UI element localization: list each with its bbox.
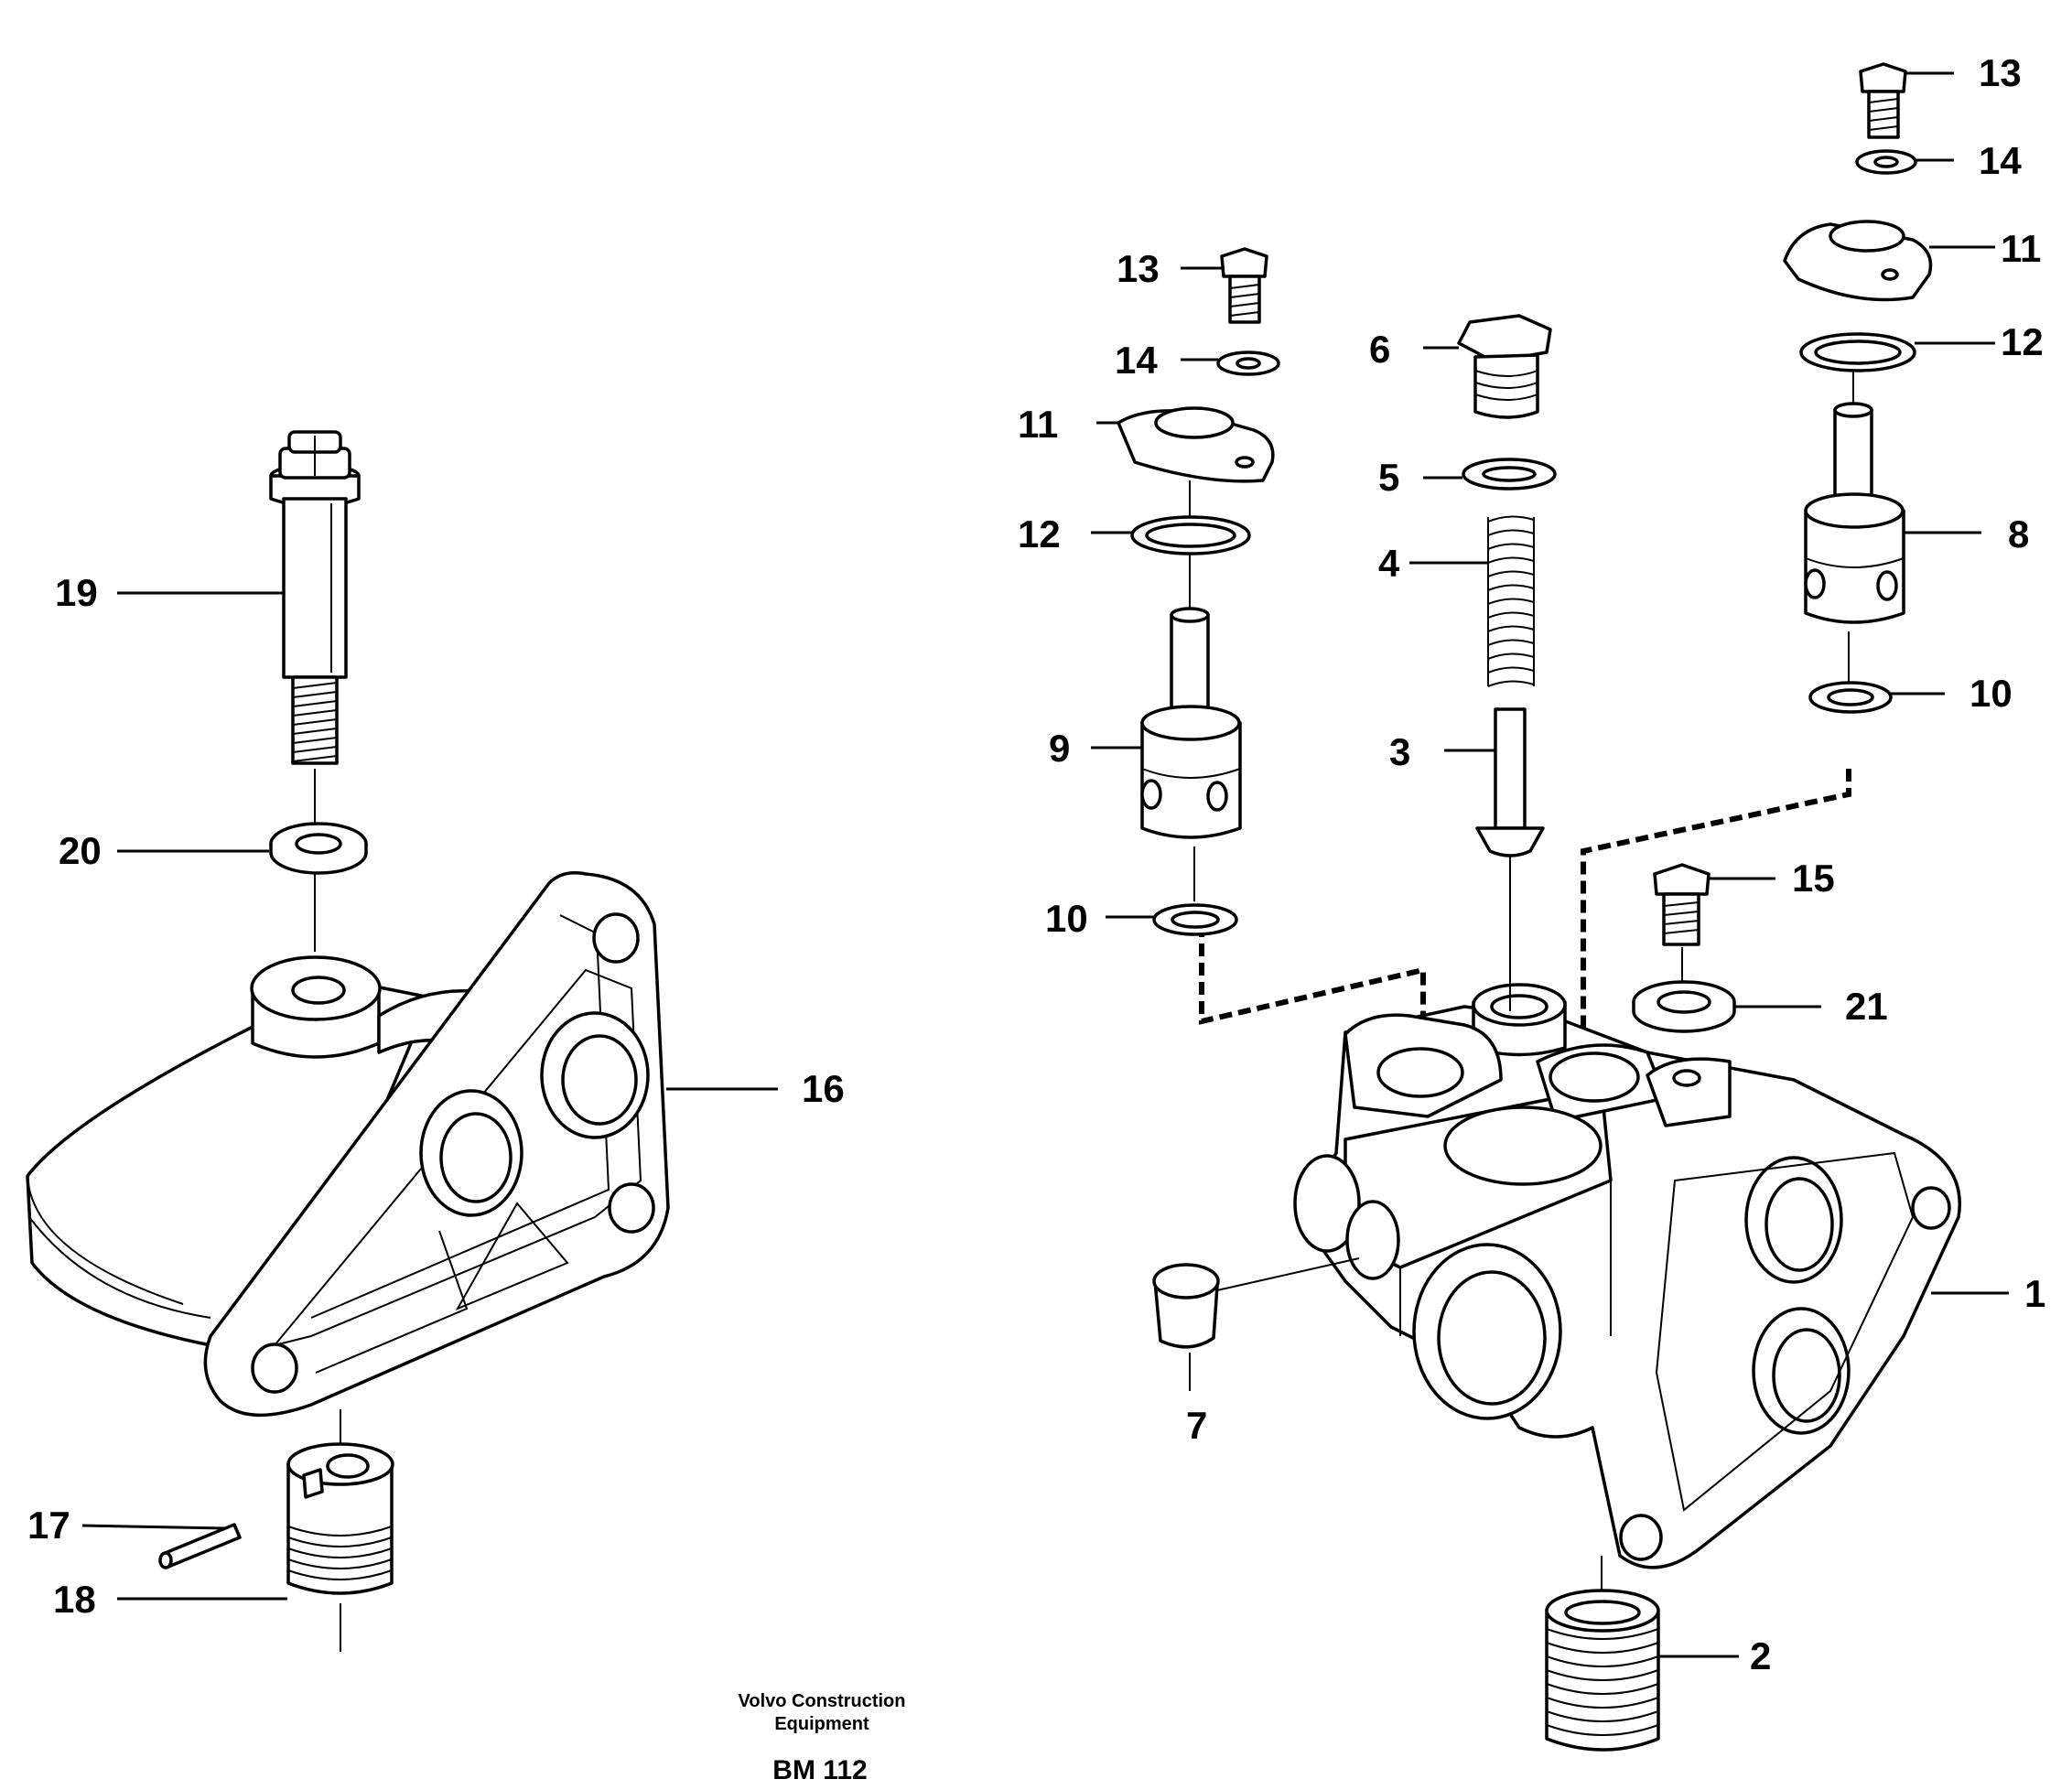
- callout-9: 9: [1049, 727, 1070, 770]
- part-5-washer: [1423, 458, 1557, 491]
- part-4-spring: [1409, 515, 1535, 687]
- part-8-valve-right: [1804, 371, 1981, 624]
- callout-7: 7: [1186, 1404, 1207, 1447]
- callout-12-left: 12: [1018, 512, 1061, 555]
- callout-12-right: 12: [2001, 320, 2044, 363]
- callout-1: 1: [2024, 1272, 2045, 1315]
- callout-3: 3: [1389, 730, 1410, 773]
- part-3-piston: [1444, 707, 1545, 1011]
- part-10-ring-left: [1106, 846, 1238, 936]
- callout-13-right: 13: [1979, 51, 2022, 94]
- part-18-nipple: [117, 1409, 394, 1652]
- document-code: BM 112: [772, 1755, 867, 1785]
- callout-19: 19: [55, 571, 98, 614]
- figure-footer: Volvo Construction Equipment BM 112: [739, 1691, 906, 1785]
- callout-11-right: 11: [2001, 227, 2041, 270]
- part-19-bolt: [117, 430, 361, 765]
- callout-8: 8: [2008, 512, 2029, 555]
- callout-labels: 19 20 16 17 18 13 14 11 12 9 10 7 6 5 4 …: [27, 51, 2045, 1677]
- part-9-valve-left: [1091, 554, 1242, 839]
- part-2-nipple: [1545, 1556, 1739, 1752]
- part-10-ring-right: [1808, 631, 1945, 714]
- callout-16: 16: [802, 1067, 845, 1110]
- part-12-ring-right: [1799, 332, 1995, 372]
- part-17-pin: [81, 1523, 242, 1569]
- callout-10-right: 10: [1969, 672, 2013, 715]
- publisher-line-1: Volvo Construction: [739, 1691, 906, 1711]
- callout-20: 20: [59, 829, 102, 872]
- callout-5: 5: [1378, 456, 1399, 499]
- part-14-washer-left: [1181, 350, 1280, 376]
- part-16-filter-bracket: [26, 871, 778, 1418]
- part-14-washer-right: [1855, 149, 1954, 175]
- part-13-bolt-left: [1181, 247, 1268, 324]
- part-11-cover-right: [1783, 220, 1995, 302]
- part-7-plug: [1152, 1257, 1360, 1391]
- part-1-valve-housing: [1293, 983, 2009, 1569]
- callout-21: 21: [1845, 985, 1888, 1028]
- callout-6: 6: [1369, 328, 1390, 371]
- part-20-washer: [117, 769, 368, 952]
- callout-2: 2: [1750, 1634, 1771, 1677]
- callout-17: 17: [27, 1504, 70, 1547]
- callout-18: 18: [53, 1578, 96, 1621]
- part-12-ring-left: [1091, 480, 1251, 555]
- part-6-plug: [1423, 314, 1552, 419]
- part-13-bolt-right: [1859, 62, 1954, 139]
- callout-15: 15: [1792, 857, 1835, 900]
- callout-14-left: 14: [1115, 339, 1158, 382]
- part-11-cover-left: [1096, 406, 1275, 483]
- publisher-line-2: Equipment: [774, 1714, 869, 1734]
- part-21-washer: [1632, 947, 1821, 1033]
- callout-14-right: 14: [1979, 139, 2022, 182]
- part-15-bolt: [1653, 863, 1775, 946]
- callout-11-left: 11: [1018, 403, 1058, 446]
- callout-13-left: 13: [1117, 247, 1160, 290]
- callout-4: 4: [1378, 542, 1400, 585]
- callout-10-left: 10: [1045, 897, 1088, 940]
